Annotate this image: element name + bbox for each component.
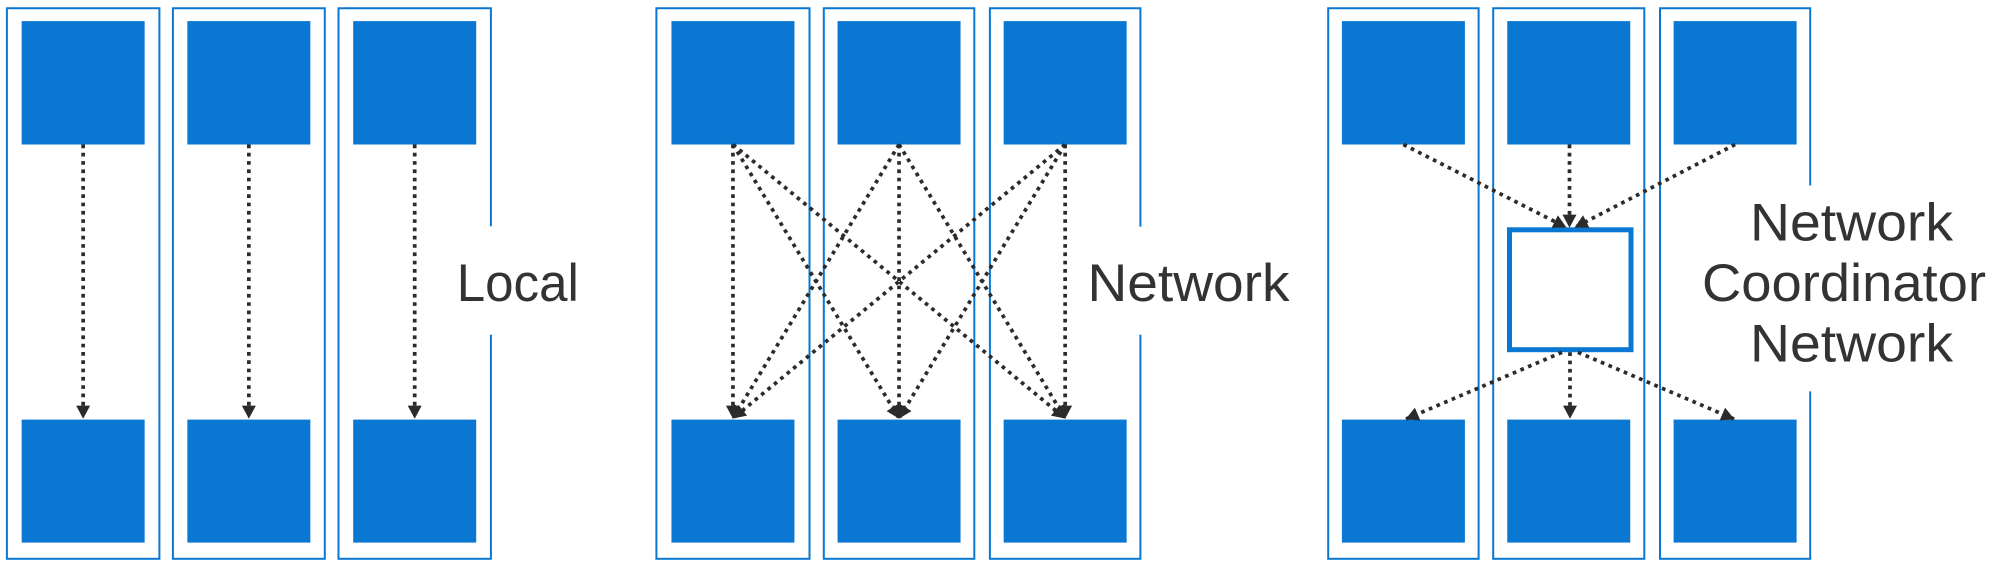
svg-text:Coordinator: Coordinator: [1702, 254, 1986, 313]
svg-text:Local: Local: [457, 254, 579, 313]
svg-text:Network: Network: [1088, 254, 1291, 313]
svg-text:Network: Network: [1750, 194, 1954, 253]
svg-text:Network: Network: [1750, 314, 1954, 373]
